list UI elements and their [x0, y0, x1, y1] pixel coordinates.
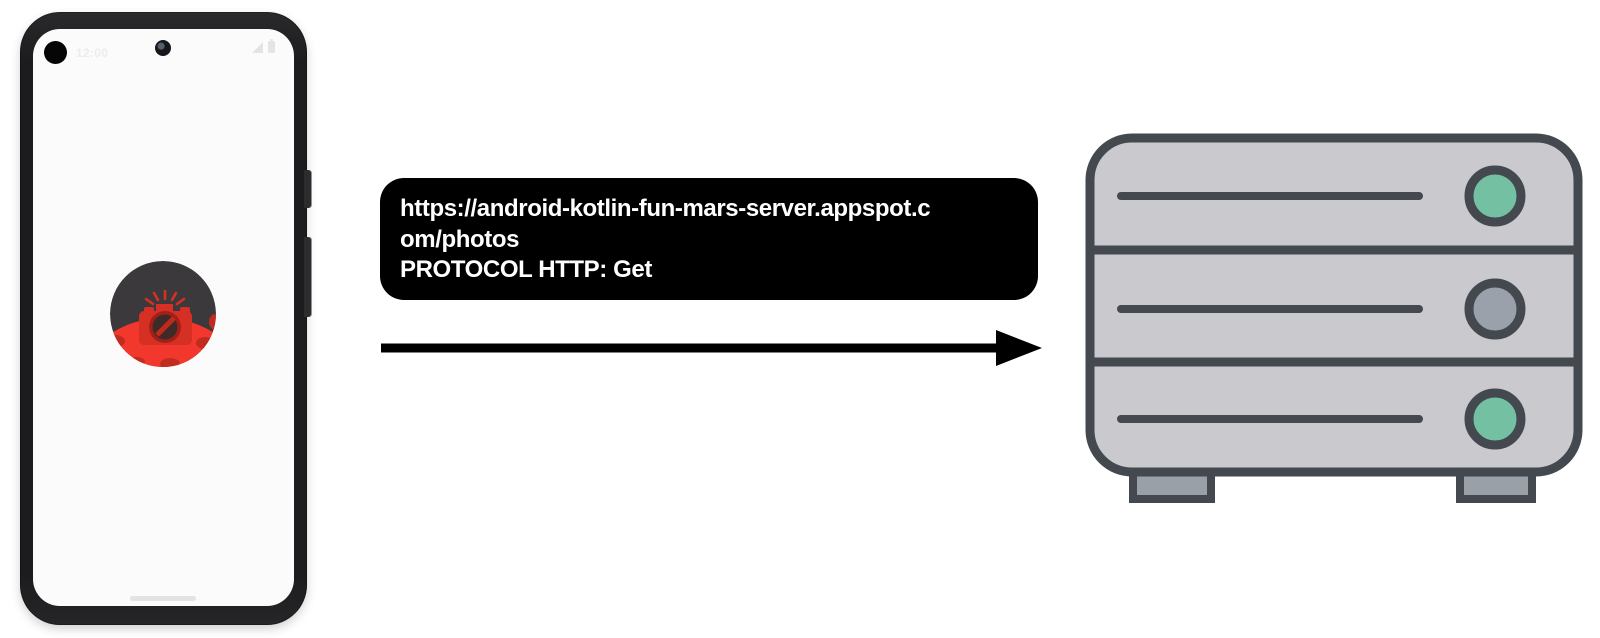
request-url-line-2: om/photos	[400, 225, 520, 253]
front-camera-icon	[155, 40, 171, 56]
request-url-line-1: https://android-kotlin-fun-mars-server.a…	[400, 195, 931, 222]
signal-icon	[252, 42, 263, 53]
status-dot-icon	[44, 41, 67, 64]
server-led-middle	[1464, 278, 1526, 340]
android-phone: 12:00	[20, 12, 311, 625]
phone-power-button	[304, 170, 311, 208]
gesture-nav-handle	[130, 596, 196, 601]
status-time: 12:00	[76, 46, 109, 60]
phone-screen: 12:00	[33, 29, 294, 606]
phone-volume-button	[304, 237, 311, 317]
battery-icon	[268, 39, 275, 53]
request-protocol-line: PROTOCOL HTTP: Get	[400, 256, 652, 283]
http-request-bubble: https://android-kotlin-fun-mars-server.a…	[380, 178, 1038, 300]
icon-camera	[139, 289, 192, 345]
server-dividers	[1090, 245, 1578, 367]
server-led-bottom	[1464, 388, 1526, 450]
web-server	[1085, 133, 1583, 503]
request-arrow-icon	[381, 330, 1042, 366]
mars-photos-app-icon	[110, 261, 216, 367]
server-vent-slots	[1117, 192, 1423, 423]
server-led-top	[1464, 165, 1526, 227]
